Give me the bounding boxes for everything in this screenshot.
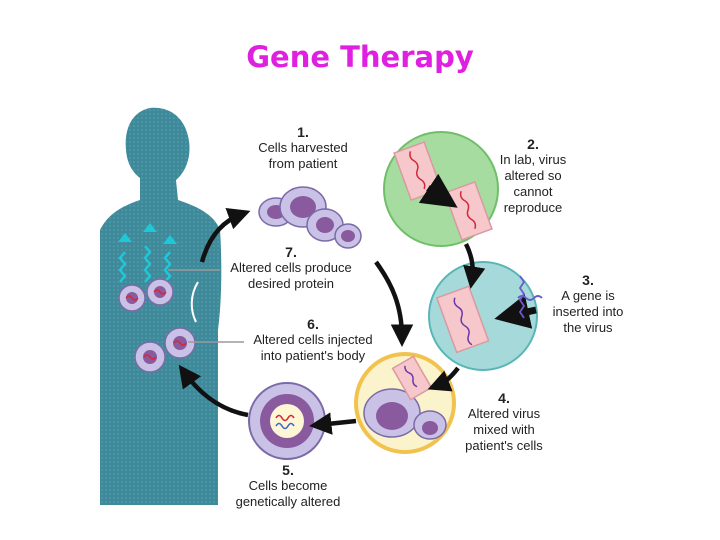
arrow-5-to-6: [178, 364, 249, 418]
page-title: Gene Therapy: [246, 40, 474, 74]
step-5-text: Cells become genetically altered: [235, 478, 341, 509]
step-4-label: 4. Altered virus mixed with patient's ce…: [454, 390, 554, 454]
harvested-cells: [258, 186, 362, 249]
leader-lines: [168, 269, 244, 343]
step-5-number: 5.: [282, 462, 294, 478]
step-4-number: 4.: [498, 390, 510, 406]
step-1-text: Cells harvested from patient: [258, 140, 348, 171]
step-7-label: 7. Altered cells produce desired protein: [218, 244, 364, 292]
step-2-text: In lab, virus altered so cannot reproduc…: [499, 152, 567, 215]
human-body-silhouette: [100, 107, 222, 505]
step-7-text: Altered cells produce desired protein: [230, 260, 352, 291]
altered-cell: [248, 382, 326, 460]
step-5-label: 5. Cells become genetically altered: [222, 462, 354, 510]
step-2-label: 2. In lab, virus altered so cannot repro…: [488, 136, 578, 216]
arrow-1-to-4: [374, 260, 414, 347]
lab-virus-circle: [383, 131, 499, 247]
arrow-4-to-5: [309, 412, 357, 435]
step-6-label: 6. Altered cells injected into patient's…: [238, 316, 388, 364]
cycle-arrows: [178, 208, 486, 435]
gene-insert-circle: [428, 261, 543, 371]
step-3-number: 3.: [582, 272, 594, 288]
step-2-number: 2.: [527, 136, 539, 152]
step-3-label: 3. A gene is inserted into the virus: [540, 272, 636, 336]
arrow-3-to-4: [427, 366, 460, 392]
step-1-number: 1.: [297, 124, 309, 140]
step-6-number: 6.: [307, 316, 319, 332]
step-4-text: Altered virus mixed with patient's cells: [465, 406, 543, 453]
body-altered-cells: [118, 278, 196, 373]
arrow-7-to-1: [199, 208, 251, 263]
virus-mixing-circle: [354, 352, 456, 454]
protein-arrowheads: [118, 223, 177, 244]
arrow-2-to-3: [463, 242, 486, 289]
protein-squiggles: [118, 245, 172, 283]
step-7-number: 7.: [285, 244, 297, 260]
step-3-text: A gene is inserted into the virus: [552, 288, 624, 335]
step-1-label: 1. Cells harvested from patient: [244, 124, 362, 172]
step-6-text: Altered cells injected into patient's bo…: [253, 332, 373, 363]
